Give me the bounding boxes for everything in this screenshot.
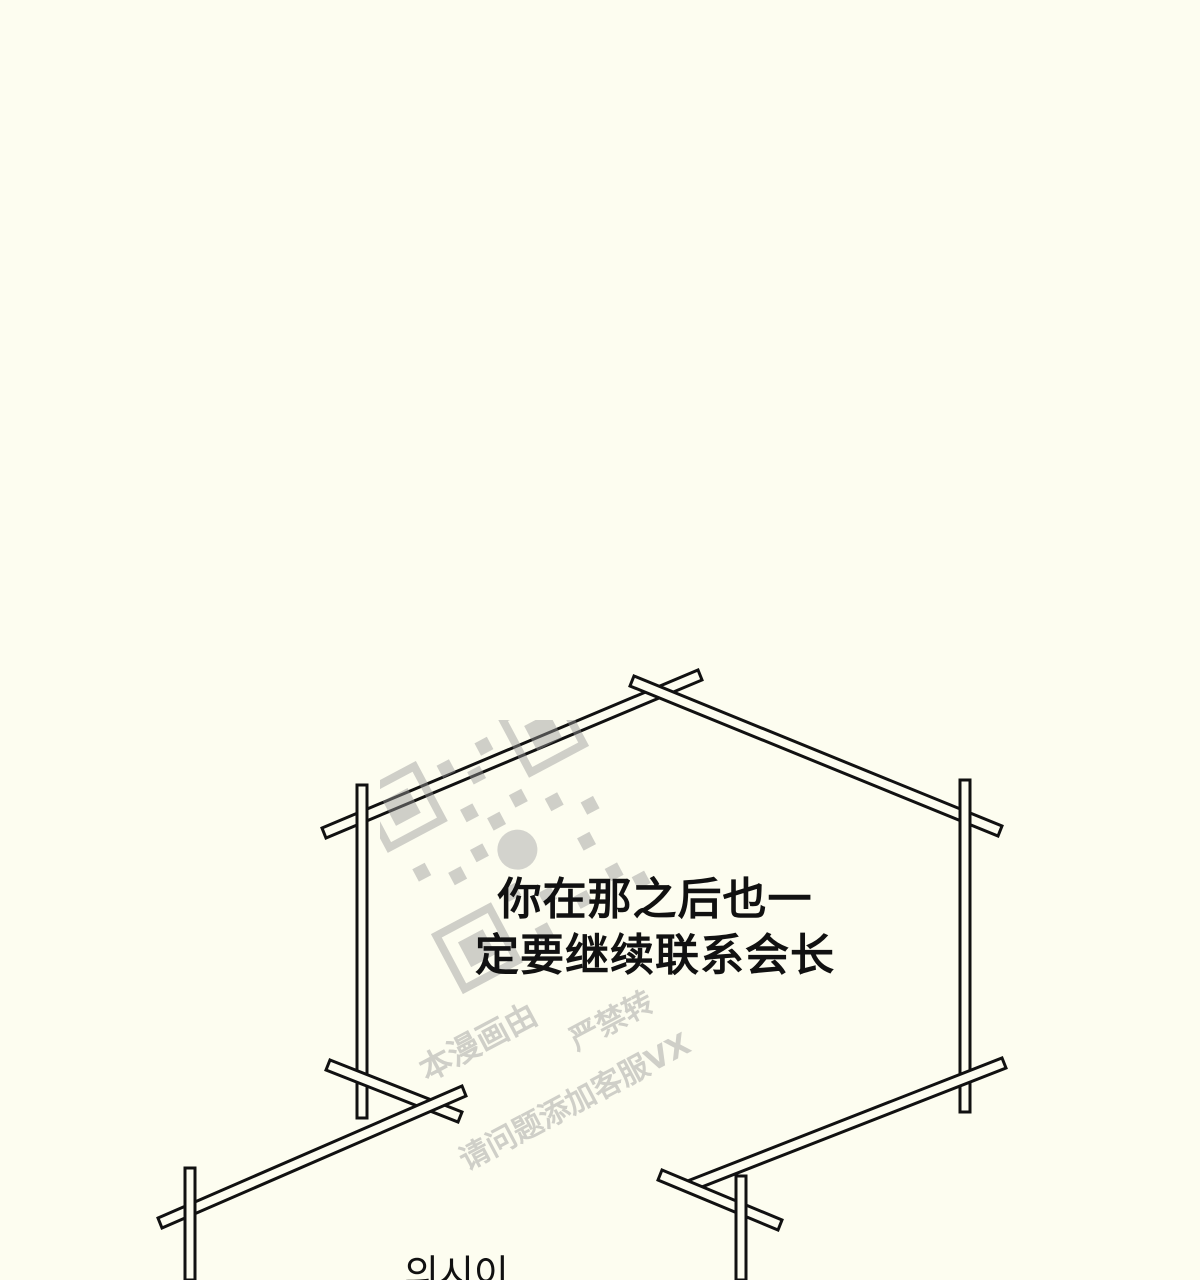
frame-stick — [958, 778, 972, 1114]
speech-bubble-upper-text: 你在那之后也一 定要继续联系会长 — [400, 872, 910, 984]
frame-stick — [355, 783, 369, 1120]
frame-stick — [628, 674, 1004, 838]
dialogue-line-1: 你在那之后也一 — [497, 874, 813, 925]
frame-stick — [320, 668, 704, 840]
frame-stick — [688, 1056, 1008, 1192]
speech-bubble-lower-text: 의시이 — [404, 1252, 509, 1280]
frame-stick — [156, 1084, 468, 1230]
frame-stick — [324, 1058, 464, 1124]
frame-stick — [183, 1166, 197, 1280]
dialogue-line-2: 定要继续联系会长 — [475, 930, 835, 981]
frame-stick — [734, 1174, 748, 1280]
